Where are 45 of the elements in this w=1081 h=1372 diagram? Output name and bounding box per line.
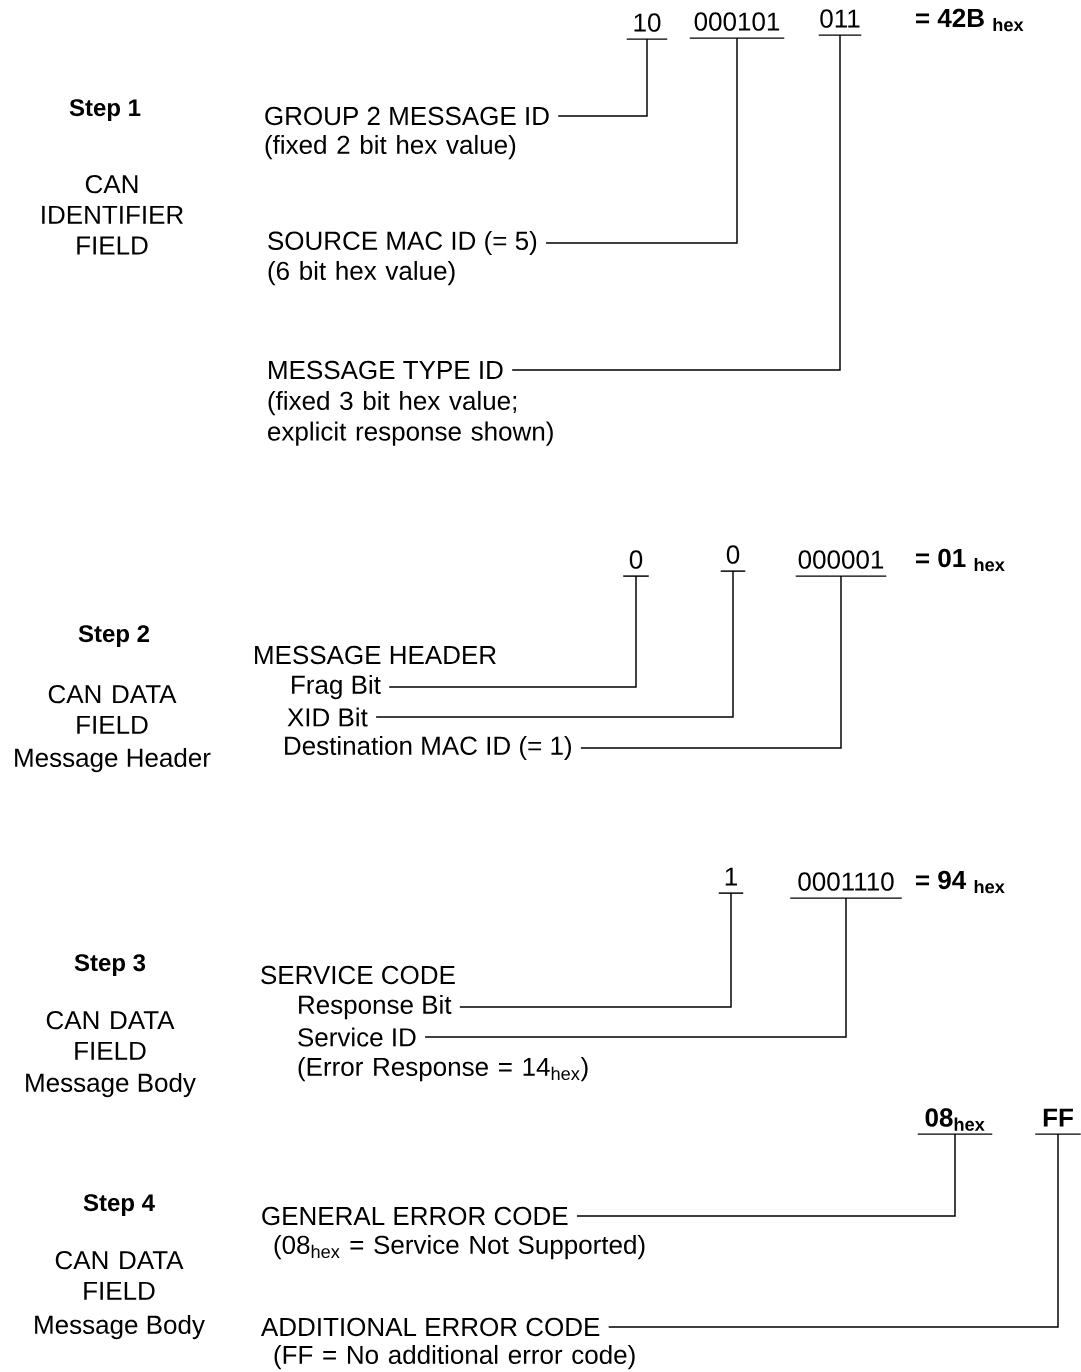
bit-field: 1 <box>718 867 744 894</box>
leader-line <box>511 34 841 371</box>
field-label: CAN DATA FIELD <box>55 1250 184 1300</box>
leader-line <box>607 1133 1059 1328</box>
leader-line <box>576 1133 956 1217</box>
step-heading: Step 2 <box>78 625 149 647</box>
leader-line <box>545 37 738 244</box>
description-text: Service ID (Error Response = 14$_{hex}$) <box>298 1027 588 1082</box>
field-label: CAN DATA FIELD <box>48 684 177 734</box>
leader-line <box>424 897 847 1038</box>
description-text: MESSAGE TYPE ID (fixed 3 bit hex value; explicit response shown) <box>268 360 553 446</box>
bit-field: 0 <box>622 550 650 577</box>
description-text: Frag Bit <box>292 674 381 700</box>
group-heading: MESSAGE HEADER <box>255 645 496 665</box>
leader-line <box>375 570 734 718</box>
bit-field: 10 <box>626 13 668 40</box>
hex-result: = 01 $_{hex}$ <box>916 548 1005 572</box>
field-label: CAN DATA FIELD <box>46 1010 175 1060</box>
group-heading: SERVICE CODE <box>261 965 455 985</box>
leader-line <box>388 575 637 688</box>
description-text: GENERAL ERROR CODE (08$_{hex}$ = Service Not Supported) <box>262 1206 645 1260</box>
bit-field: 011 <box>818 9 862 36</box>
field-label: Message Body <box>26 1072 196 1098</box>
step-heading: Step 3 <box>74 954 146 976</box>
leader-line <box>557 38 648 117</box>
field-label: Message Header <box>15 747 211 773</box>
description-text: GROUP 2 MESSAGE ID (fixed 2 bit hex value) <box>265 106 549 160</box>
bit-field: 000001 <box>795 550 887 577</box>
leader-line <box>459 892 732 1008</box>
bit-field: FF <box>1034 1108 1081 1135</box>
bit-field: 0001110 <box>789 872 903 899</box>
step-heading: Step 1 <box>69 99 141 121</box>
description-text: SOURCE MAC ID (= 5) (6 bit hex value) <box>268 230 537 286</box>
field-label: CAN IDENTIFIER FIELD <box>42 174 183 255</box>
description-text: Response Bit <box>299 994 452 1020</box>
description-text: XID Bit <box>287 707 368 727</box>
step-heading: Step 4 <box>83 1194 155 1216</box>
description-text: ADDITIONAL ERROR CODE (FF = No additional error code) <box>260 1317 635 1370</box>
leader-line <box>580 575 842 749</box>
field-label: Message Body <box>35 1314 205 1340</box>
hex-result: = 42B $_{hex}$ <box>916 8 1024 32</box>
bit-field: 000101 <box>689 12 785 39</box>
bit-field: 08$_{hex}$ <box>917 1108 993 1135</box>
description-text: Destination MAC ID (= 1) <box>285 735 571 761</box>
bit-field: 0 <box>720 545 746 572</box>
